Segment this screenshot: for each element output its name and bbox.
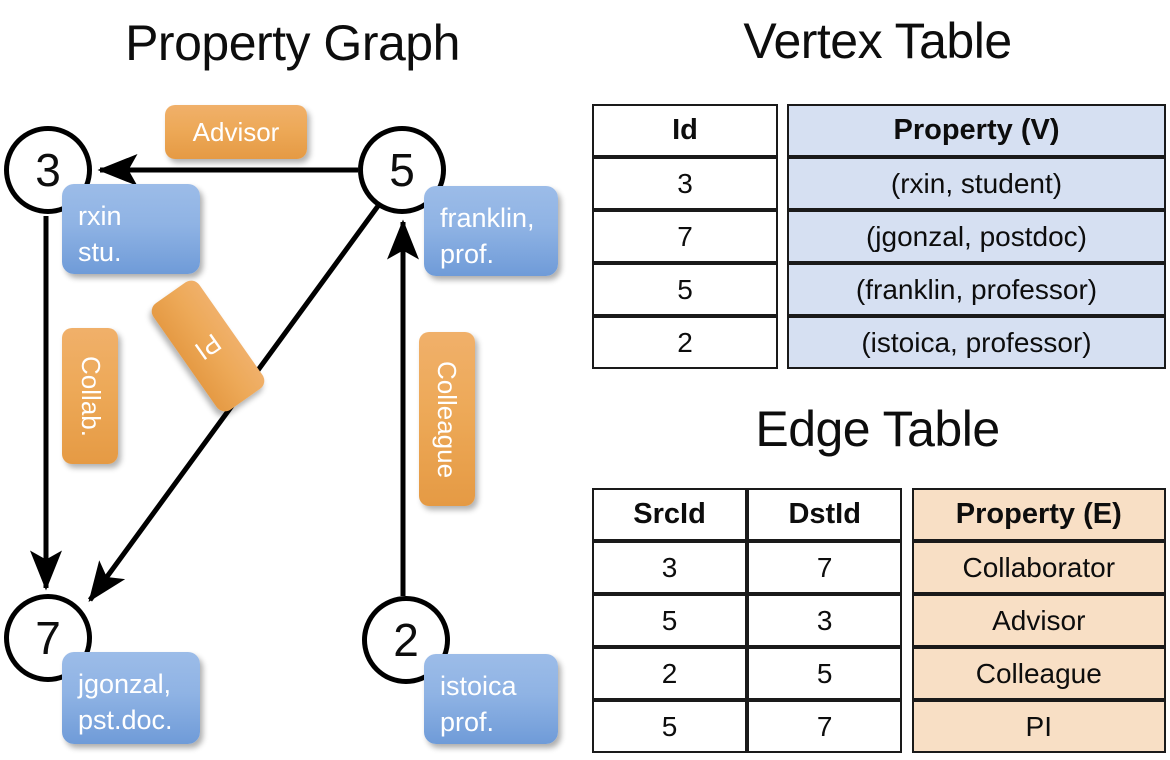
edge-label-colleague: Colleague [419,332,475,506]
table-row: 3 7 Collaborator [592,541,1166,594]
vertex-row-0-gap [778,157,787,210]
table-row: 5 3 Advisor [592,594,1166,647]
page-title-edge-table: Edge Table [755,401,1000,457]
edge-label-advisor: Advisor [165,105,307,159]
table-row: 7 (jgonzal, postdoc) [592,210,1166,263]
edge-row-1-property: Advisor [911,594,1166,647]
edge-row-0-src: 3 [592,541,748,594]
edge-row-3-dst: 7 [747,700,903,753]
graph-vertex-7-id: 7 [35,612,61,664]
graph-vertex-5: 5 [358,126,446,214]
property-graph-panel: Property Graph Advisor Collab. PI [4,15,558,744]
vertex-property-box-2: istoica prof. [424,654,558,744]
edge-row-2-src: 2 [592,647,748,700]
table-row: 2 (istoica, professor) [592,316,1166,369]
vertex-table: Id Property (V) 3 (rxin, student) 7 (jgo… [592,104,1166,369]
vertex-row-1-id: 7 [592,210,778,263]
graph-vertex-2: 2 [362,596,450,684]
vertex-table-header-row: Id Property (V) [592,104,1166,157]
vertex-row-2-property: (franklin, professor) [787,263,1166,316]
edge-label-colleague-text: Colleague [432,360,463,478]
vertex-property-box-3: rxin stu. [62,184,200,274]
vertex-row-1-property: (jgonzal, postdoc) [787,210,1166,263]
vertex-row-3-id: 2 [592,316,778,369]
edge-row-0-dst: 7 [747,541,903,594]
vertex-table-col-property: Property (V) [787,104,1166,157]
edge-row-2-dst: 5 [747,647,903,700]
edge-label-collab: Collab. [62,328,118,464]
edge-row-3-src: 5 [592,700,748,753]
edge-row-1-gap [902,594,911,647]
vertex-row-0-property: (rxin, student) [787,157,1166,210]
edge-table-col-property: Property (E) [911,488,1166,541]
vertex-row-3-gap [778,316,787,369]
graph-vertex-5-id: 5 [389,144,415,196]
edge-table-header-row: SrcId DstId Property (E) [592,488,1166,541]
vertex-table-column-gap [778,104,787,157]
edge-table-col-dstid: DstId [747,488,903,541]
vertex-row-0-id: 3 [592,157,778,210]
table-row: 2 5 Colleague [592,647,1166,700]
edge-row-3-property: PI [911,700,1166,753]
vertex-table-col-id: Id [592,104,778,157]
edge-row-0-gap [902,541,911,594]
table-row: 3 (rxin, student) [592,157,1166,210]
vertex-property-box-7: jgonzal, pst.doc. [62,652,200,744]
edge-row-1-dst: 3 [747,594,903,647]
vertex-row-1-gap [778,210,787,263]
vertex-row-2-id: 5 [592,263,778,316]
edge-row-1-src: 5 [592,594,748,647]
vertex-row-3-property: (istoica, professor) [787,316,1166,369]
table-row: 5 7 PI [592,700,1166,753]
edge-row-3-gap [902,700,911,753]
vertex-property-box-5: franklin, prof. [424,186,558,276]
edge-row-2-gap [902,647,911,700]
edge-table-col-srcid: SrcId [592,488,748,541]
edge-table: SrcId DstId Property (E) 3 7 Collaborato… [592,488,1166,753]
page-title-property-graph: Property Graph [125,15,460,71]
graph-vertex-2-id: 2 [393,614,419,666]
page-title-vertex-table: Vertex Table [743,13,1012,69]
edge-table-column-gap [902,488,911,541]
edge-row-2-property: Colleague [911,647,1166,700]
graph-vertex-3-id: 3 [35,144,61,196]
edge-label-advisor-text: Advisor [192,116,280,147]
table-row: 5 (franklin, professor) [592,263,1166,316]
edge-row-0-property: Collaborator [911,541,1166,594]
vertex-row-2-gap [778,263,787,316]
edge-label-pi-text: PI [189,327,227,366]
edge-label-collab-text: Collab. [75,355,106,437]
